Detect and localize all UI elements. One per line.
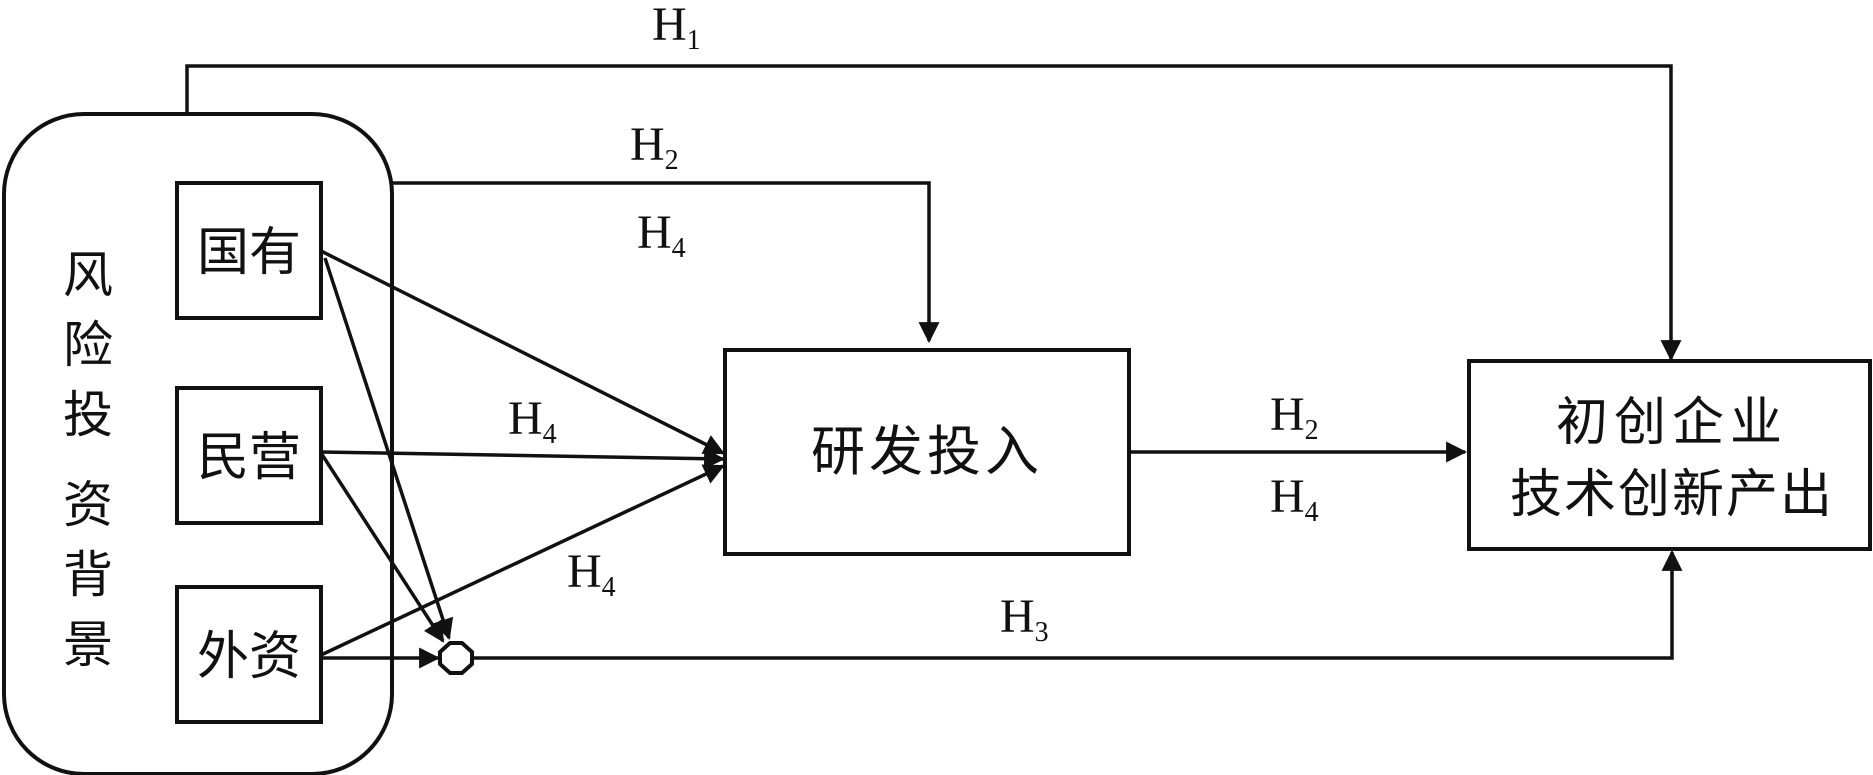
h4-label-low: H4 — [567, 545, 616, 603]
h2-path-to-rd — [392, 181, 940, 344]
private-to-node-arrow — [319, 452, 445, 643]
vc-title-char: 资 — [63, 476, 113, 534]
private-label: 民营 — [197, 428, 301, 488]
state-owned-box — [175, 181, 323, 320]
state-owned-to-rd-arrow — [320, 249, 725, 455]
private-to-rd-arrow — [320, 448, 726, 470]
state-owned-label: 国有 — [197, 223, 301, 283]
foreign-to-rd-arrow — [320, 464, 725, 657]
moderation-node — [438, 641, 474, 675]
vc-title-char: 投 — [63, 386, 113, 444]
innovation-output-line1: 初创企业 — [1556, 393, 1788, 453]
h4-label-top: H4 — [637, 206, 686, 264]
vc-title-char: 景 — [63, 616, 113, 674]
foreign-label: 外资 — [197, 627, 301, 687]
h4-label-mid: H4 — [508, 392, 557, 450]
vc-title-char: 险 — [63, 316, 113, 374]
h1-label: H1 — [652, 0, 701, 56]
h2-label-right: H2 — [1270, 388, 1319, 446]
vc-background-title: 风 险 投 资 背 景 — [63, 246, 113, 674]
vc-title-char: 风 — [63, 246, 113, 304]
vc-background-group-box — [2, 112, 394, 775]
h4-label-right: H4 — [1270, 470, 1319, 528]
h1-path — [185, 64, 1682, 362]
innovation-output-line2: 技术创新产出 — [1510, 465, 1834, 525]
vc-title-char: 背 — [63, 546, 113, 604]
h3-path — [472, 549, 1683, 660]
h2-label-top: H2 — [630, 118, 679, 176]
h3-label: H3 — [1000, 590, 1049, 648]
rd-input-label: 研发投入 — [811, 420, 1043, 483]
state-owned-to-node-arrow — [323, 257, 454, 640]
